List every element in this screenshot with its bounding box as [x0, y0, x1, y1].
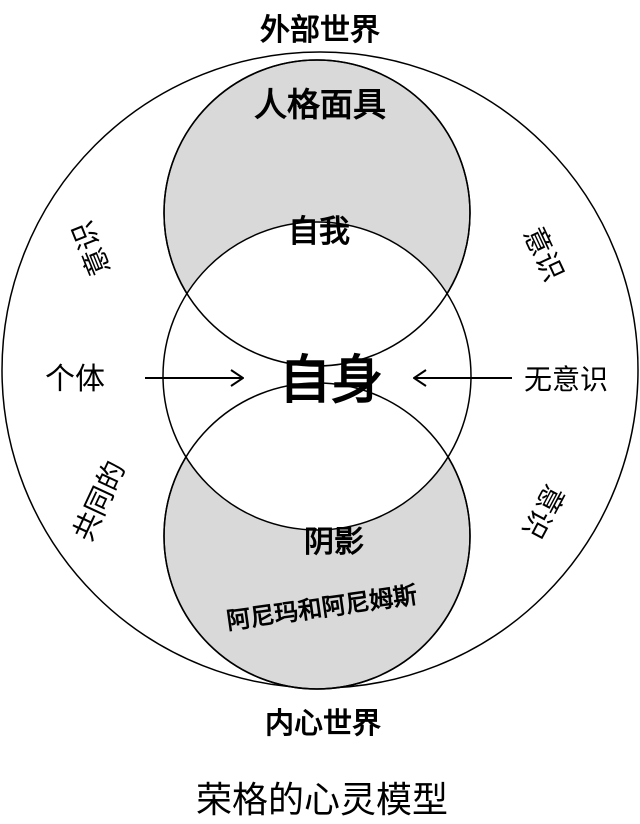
inner-world-label: 内心世界 [265, 706, 381, 740]
diagram-title: 荣格的心灵模型 [196, 780, 448, 821]
individual-label: 个体 [45, 362, 105, 397]
ego-circle [162, 221, 472, 531]
unconscious-label: 无意识 [524, 363, 608, 396]
ego-label: 自我 [288, 214, 350, 250]
inner-world-label-backing [258, 700, 382, 740]
outer-world-label: 外部世界 [260, 13, 380, 48]
persona-circle-outline [163, 59, 471, 367]
persona-label: 人格面具 [254, 85, 386, 124]
shadow-circle-outline [163, 382, 471, 690]
shadow-label: 阴影 [304, 525, 364, 560]
self-label: 自身 [279, 350, 383, 411]
